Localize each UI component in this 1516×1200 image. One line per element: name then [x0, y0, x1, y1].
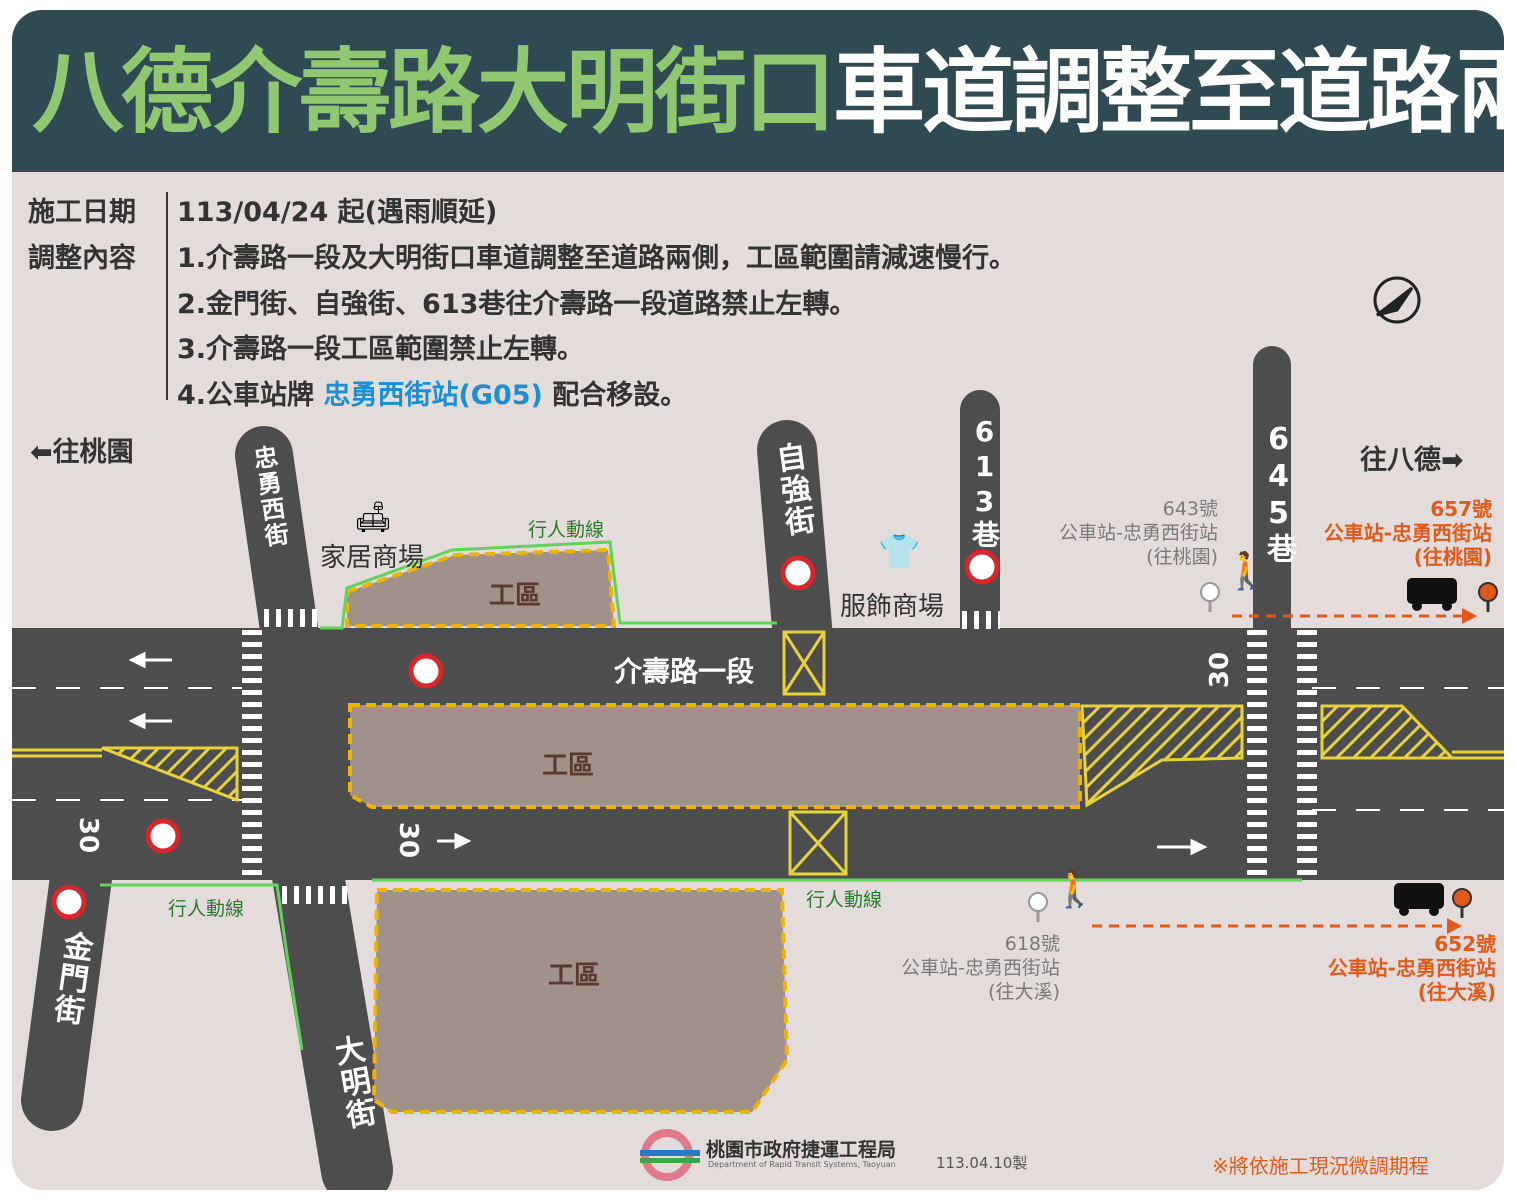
- pedestrian-icon: 🚶: [1224, 551, 1269, 592]
- divider: [166, 192, 168, 400]
- bus-stop-643: 643號公車站-忠勇西街站(往桃園): [1059, 498, 1218, 568]
- bus-stop-618: 618號公車站-忠勇西街站(往大溪): [901, 933, 1060, 1003]
- pedestrian-icon: 🚶: [1052, 869, 1097, 910]
- direction-west: ⬅往桃園: [30, 437, 134, 468]
- bus-stop-657: 657號公車站-忠勇西街站(往桃園): [1323, 497, 1492, 569]
- street-label-613: 613巷: [968, 415, 1001, 550]
- work-zone-middle: [348, 703, 1082, 809]
- pedestrian-path-label: 行人動線: [168, 898, 245, 920]
- direction-east: 往八德➡: [1360, 445, 1464, 476]
- work-zone-south: [371, 888, 790, 1114]
- date-label: 施工日期: [28, 197, 136, 228]
- no-left-turn-signs: [51, 549, 1000, 920]
- work-zone-label: 工區: [548, 961, 601, 991]
- street-zhongyong: [235, 426, 321, 679]
- header: 八德介壽路大明街口車道調整至道路兩側: [12, 10, 1504, 172]
- content-item: 3.介壽路一段工區範圍禁止左轉。: [177, 334, 585, 365]
- street-ziqiang: [757, 420, 834, 680]
- road-diagram: [12, 276, 1504, 1190]
- logo-icon: [640, 1129, 700, 1181]
- work-zones: [345, 547, 1082, 1114]
- pedestrian-path-label: 行人動線: [806, 889, 883, 911]
- bus-icons: [1394, 578, 1457, 916]
- content-item: 2.金門街、自強街、613巷往介壽路一段道路禁止左轉。: [177, 289, 857, 320]
- page-title: 八德介壽路大明街口車道調整至道路兩側: [32, 39, 1504, 146]
- work-zone-north: [345, 547, 617, 628]
- speed-limit-marking: 30: [1205, 651, 1236, 689]
- made-date: 113.04.10製: [936, 1154, 1028, 1172]
- street-label-645: 645巷: [1261, 422, 1296, 565]
- org-name: 桃園市政府捷運工程局: [706, 1139, 897, 1161]
- org-name-en: Department of Rapid Transit Systems, Tao…: [708, 1160, 896, 1169]
- content-item: 1.介壽路一段及大明街口車道調整至道路兩側，工區範圍請減速慢行。: [177, 243, 1017, 274]
- date-value: 113/04/24 起(遇雨順延): [177, 197, 498, 228]
- place-clothing: 服飾商場: [840, 592, 945, 622]
- work-zone-label: 工區: [542, 751, 595, 781]
- street-label-main: 介壽路一段: [614, 655, 755, 688]
- schedule-note: ※將依施工現況微調期程: [1212, 1154, 1429, 1178]
- pedestrian-path-label: 行人動線: [528, 519, 605, 541]
- bus-stop-pins: [1028, 582, 1498, 922]
- sofa-icon: 🛋: [354, 500, 393, 535]
- speed-limit-marking: 30: [393, 821, 424, 859]
- bus-stop-highlight: 忠勇西街站(G05): [323, 380, 543, 411]
- speed-limit-marking: 30: [73, 816, 104, 854]
- pedestrian-paths: [100, 540, 1302, 1051]
- map-frame: 八德介壽路大明街口車道調整至道路兩側: [12, 10, 1504, 1190]
- street-daming: [271, 834, 393, 1190]
- bus-stop-652: 652號公車站-忠勇西街站(往大溪): [1327, 932, 1496, 1004]
- place-furniture: 家居商場: [320, 543, 425, 573]
- work-zone-label: 工區: [489, 581, 542, 611]
- shirt-icon: 👕: [878, 532, 921, 572]
- content-item: 4.公車站牌 忠勇西街站(G05) 配合移設。: [177, 380, 688, 411]
- compass-icon: [1373, 276, 1421, 324]
- content-label: 調整內容: [28, 243, 136, 274]
